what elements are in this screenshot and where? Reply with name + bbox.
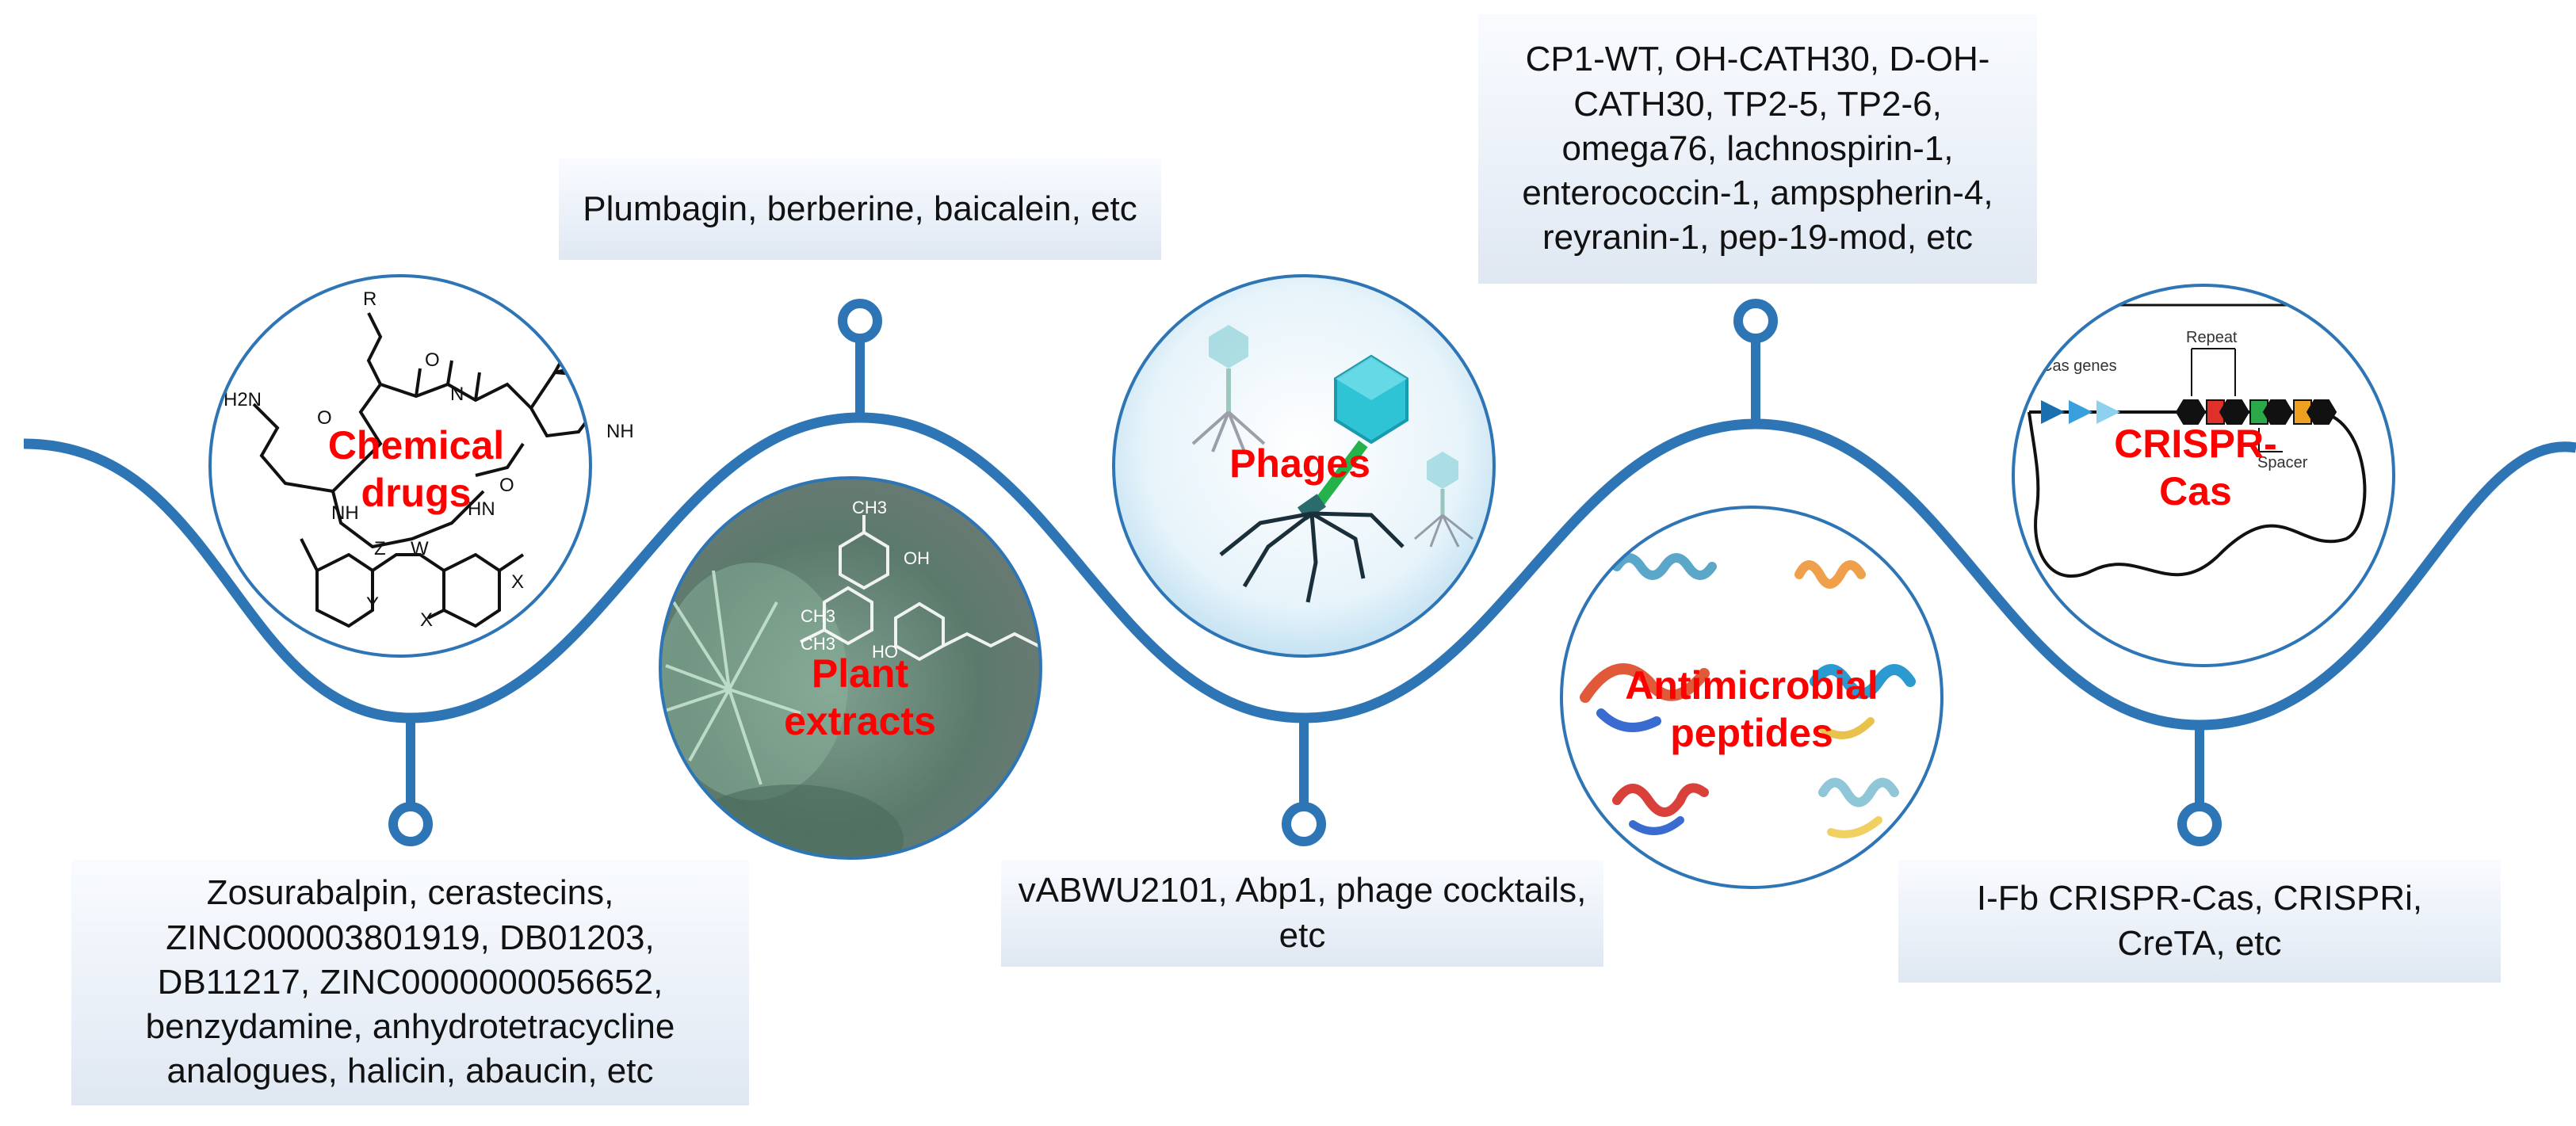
examples-text: CP1-WT, OH-CATH30, D-OH-CATH30, TP2-5, T… (1522, 40, 1993, 258)
examples-text: vABWU2101, Abp1, phage cocktails, etc (1018, 871, 1587, 955)
atom-label: OH (904, 548, 930, 568)
examples-text: Zosurabalpin, cerastecins, ZINC000003801… (145, 873, 675, 1091)
atom-label: HO (872, 642, 898, 662)
atom-label: X (511, 571, 524, 593)
peptide-helix-icon (1560, 506, 1943, 889)
repeat-label: Repeat (2186, 329, 2238, 346)
circle-label-plant-extracts: Plant extracts (784, 651, 936, 743)
atom-label: NH (331, 502, 359, 524)
crispr-locus-icon: CRISPR array Cas genes Repeat Spacer (2012, 272, 2395, 667)
atom-label: O (499, 475, 514, 496)
atom-label: Z (374, 538, 386, 559)
atom-label: CH3 (801, 634, 835, 654)
examples-box-phages: vABWU2101, Abp1, phage cocktails, etc (1001, 860, 1603, 967)
bacteriophage-icon (1112, 274, 1496, 658)
atom-label: H2N (224, 389, 262, 410)
crispr-array-label: CRISPR array (2152, 272, 2253, 289)
atom-label: O (425, 349, 440, 371)
examples-box-crispr-cas: I-Fb CRISPR-Cas, CRISPRi, CreTA, etc (1898, 860, 2501, 983)
examples-box-plant-extracts: Plumbagin, berberine, baicalein, etc (559, 158, 1161, 260)
examples-box-antimicrobial-peptides: CP1-WT, OH-CATH30, D-OH-CATH30, TP2-5, T… (1478, 14, 2037, 284)
atom-label: O (317, 407, 332, 429)
atom-label: CH3 (852, 498, 887, 517)
examples-box-chemical-drugs: Zosurabalpin, cerastecins, ZINC000003801… (71, 860, 749, 1105)
atom-label: X (420, 609, 433, 631)
atom-label: Y (366, 594, 379, 615)
examples-text: Plumbagin, berberine, baicalein, etc (583, 189, 1137, 228)
circle-label-phages: Phages (1229, 441, 1370, 486)
circle-label-antimicrobial-peptides: Antimicrobial peptides (1625, 663, 1878, 755)
atom-label: HN (468, 498, 495, 520)
ring-amp (1733, 299, 1778, 343)
ring-plant (838, 299, 882, 343)
ring-crispr (2177, 802, 2222, 846)
ring-chemical (388, 802, 433, 846)
wave-line (23, 412, 2576, 731)
examples-text: I-Fb CRISPR-Cas, CRISPRi, CreTA, etc (1976, 879, 2423, 963)
atom-label: R (363, 288, 376, 310)
atom-label: N (450, 384, 464, 405)
spacer-label: Spacer (2257, 454, 2308, 471)
atom-label: NH (606, 421, 634, 442)
circle-label-chemical-drugs: Chemical drugs (327, 423, 505, 515)
cannabis-plant-icon: OH CH3 CH3 HO CH3 (659, 476, 1042, 860)
cas-genes-label: Cas genes (2041, 357, 2117, 375)
atom-label: W (411, 538, 429, 559)
circle-label-crispr-cas: CRISPR-Cas (2114, 422, 2277, 513)
atom-label: CH3 (801, 606, 835, 626)
macrocycle-structure-icon: R O N NH H2N O O NH HN Z W Y X X (208, 274, 634, 658)
ring-phages (1282, 802, 1326, 846)
